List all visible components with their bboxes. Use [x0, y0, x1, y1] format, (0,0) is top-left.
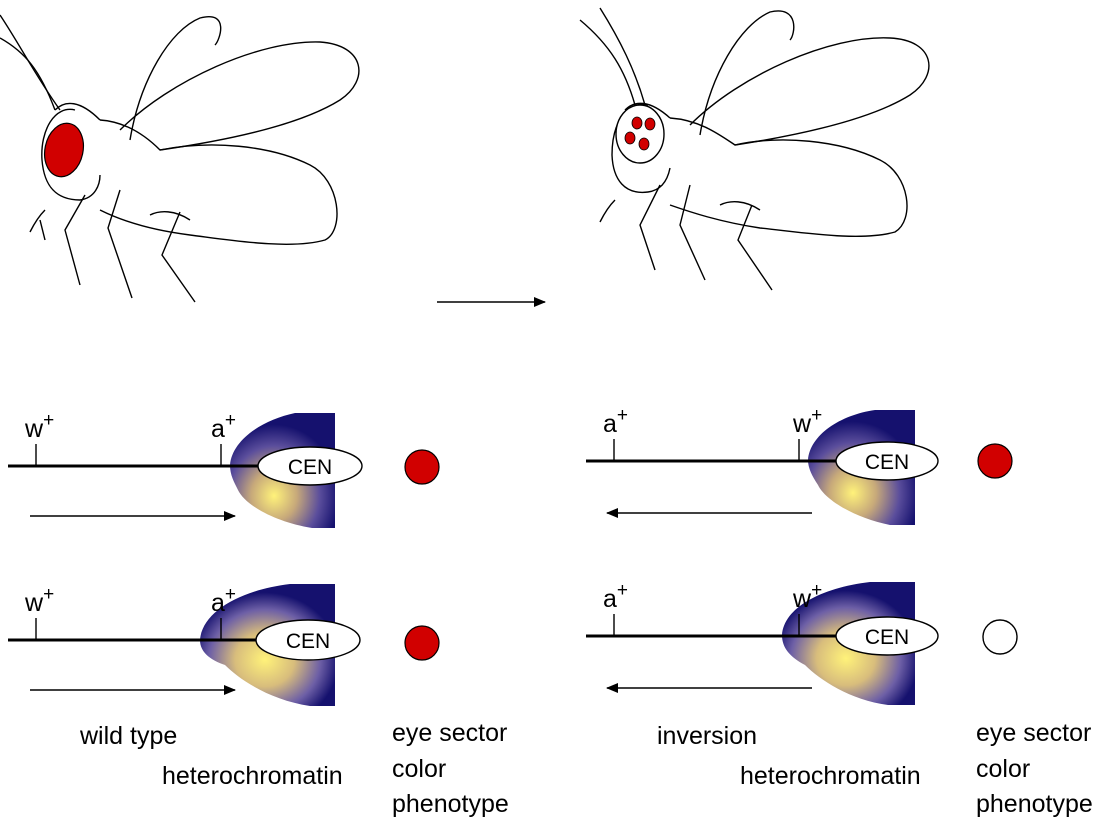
gene-label-a: a+ — [603, 580, 628, 613]
leg-5 — [39, 219, 46, 241]
centromere-oval — [835, 441, 939, 481]
label-heterochromatin-left: heterochromatin — [162, 762, 343, 790]
centromere-oval — [835, 616, 939, 656]
head-top — [54, 102, 101, 121]
leg-4 — [161, 211, 196, 303]
head — [41, 108, 101, 201]
fly-eye-outline — [615, 104, 665, 164]
upper-wing — [689, 37, 930, 146]
right-row-1: a+ w+ CEN — [586, 405, 1013, 525]
upper-wing — [119, 41, 360, 151]
left-row-1: w+ a+ CEN — [8, 410, 440, 528]
eye-label-left-line2: color — [392, 755, 446, 783]
caption-wild-type: wild type — [79, 722, 177, 750]
left-row-2: w+ a+ CEN — [8, 584, 440, 706]
eye-label-left-line3: phenotype — [392, 790, 509, 818]
antenna-1 — [0, 37, 56, 111]
gene-label-w: w+ — [24, 410, 54, 443]
centromere-oval — [255, 619, 361, 661]
eye-label-right-line2: color — [976, 755, 1030, 783]
gene-label-w: w+ — [24, 584, 54, 617]
eye-red-sectors — [624, 116, 656, 151]
gene-label-w: w+ — [792, 405, 822, 438]
centromere-label: CEN — [865, 451, 909, 474]
leg-2 — [639, 184, 661, 271]
antenna-2 — [599, 7, 646, 106]
eye-color-dot-red — [977, 443, 1013, 479]
label-heterochromatin-right: heterochromatin — [740, 762, 921, 790]
antenna-1 — [579, 19, 636, 106]
gene-label-a: a+ — [211, 584, 236, 617]
gene-label-a: a+ — [211, 410, 236, 443]
leg-3 — [107, 189, 133, 299]
leg-2 — [64, 194, 86, 286]
eye-label-left-line1: eye sector — [392, 719, 507, 747]
centromere-oval — [257, 446, 363, 486]
eye-color-dot-white — [982, 619, 1018, 655]
centromere-label: CEN — [288, 456, 332, 479]
centromere-label: CEN — [865, 626, 909, 649]
caption-inversion: inversion — [657, 722, 757, 750]
fly-wild-type — [0, 14, 360, 303]
body-and-wing — [99, 119, 338, 245]
eye-label-right-line1: eye sector — [976, 719, 1091, 747]
fly-red-eye — [43, 122, 85, 178]
back-wing-edge — [129, 15, 222, 141]
back-wing-edge — [699, 10, 795, 136]
body-line — [719, 201, 761, 211]
eye-color-dot-red — [404, 625, 440, 661]
eye-color-dot-red — [404, 449, 440, 485]
leg-3 — [679, 184, 706, 281]
leg-1 — [29, 209, 46, 233]
leg-1 — [599, 199, 616, 223]
head-top — [624, 102, 671, 119]
body-line — [149, 211, 191, 221]
antenna-2 — [0, 14, 61, 111]
body-and-wing — [669, 117, 908, 237]
eye-label-right-line3: phenotype — [976, 790, 1093, 818]
right-row-2: a+ w+ CEN — [586, 580, 1018, 705]
gene-label-a: a+ — [603, 405, 628, 438]
leg-4 — [737, 204, 773, 291]
gene-label-w: w+ — [792, 580, 822, 613]
centromere-label: CEN — [286, 630, 330, 653]
